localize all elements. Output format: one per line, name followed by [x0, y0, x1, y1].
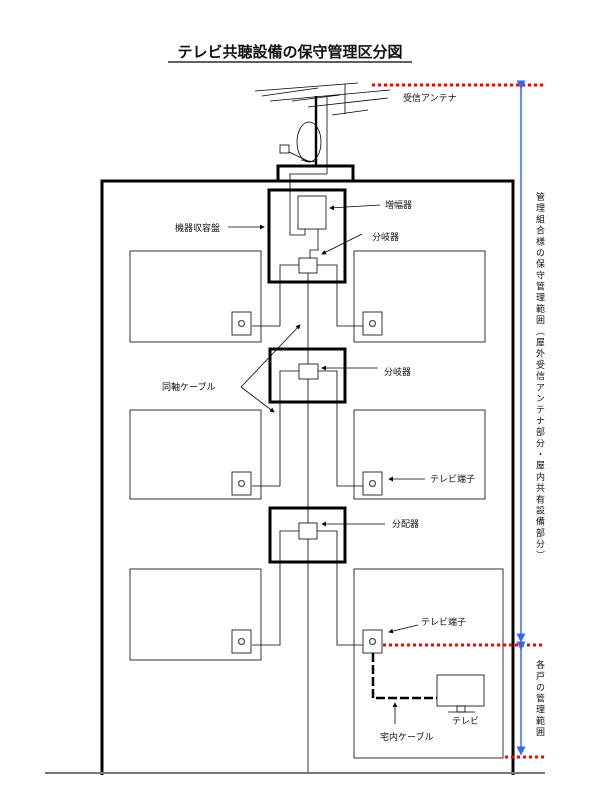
- indoor-cable: [371, 653, 437, 700]
- equipment-cabinet: [267, 188, 347, 284]
- splitter-branch-label-1: 分岐器: [372, 231, 399, 243]
- tv-icon: [436, 674, 485, 713]
- splitter-box-1: [298, 257, 318, 274]
- splitter-box-2: [298, 363, 319, 380]
- distributor-label: 分配器: [392, 519, 419, 530]
- antenna-label: 受信アンテナ: [403, 92, 457, 104]
- tv-outlet-icon: [231, 311, 383, 654]
- diagram-title: テレビ共聴設備の保守管理区分図: [177, 43, 402, 61]
- roof-box: [276, 164, 355, 183]
- distributor-box: [298, 522, 318, 540]
- equipment-cabinet-label: 機器収容盤: [175, 222, 220, 234]
- cabinet-2: [268, 347, 347, 404]
- association-range-label: 管理組合様の保守管理範囲（屋外受信アンテナ部分・屋内共有設備部分）: [534, 192, 544, 562]
- splitter-branch-label-2: 分岐器: [384, 366, 411, 378]
- cabinet-3: [268, 506, 347, 564]
- coax-cable-label: 同軸ケーブル: [162, 381, 215, 393]
- tv-outlet-label-1: テレビ端子: [430, 473, 475, 485]
- antenna-icon: [254, 82, 391, 174]
- antenna-cable: [289, 173, 327, 236]
- tv-label: テレビ: [452, 716, 479, 727]
- unit-range-label: 各戸の管理範囲: [534, 660, 544, 739]
- label-arrows: [228, 204, 425, 724]
- coax-cables: [252, 264, 363, 772]
- boundary-lines: [372, 83, 545, 759]
- indoor-cable-label: 宅内ケーブル: [380, 731, 433, 743]
- amplifier-box: [297, 195, 327, 230]
- amplifier-label: 増幅器: [385, 199, 412, 211]
- building-outline: [100, 179, 515, 775]
- dwelling-units: [129, 250, 504, 759]
- tv-outlet-label-2: テレビ端子: [421, 616, 466, 628]
